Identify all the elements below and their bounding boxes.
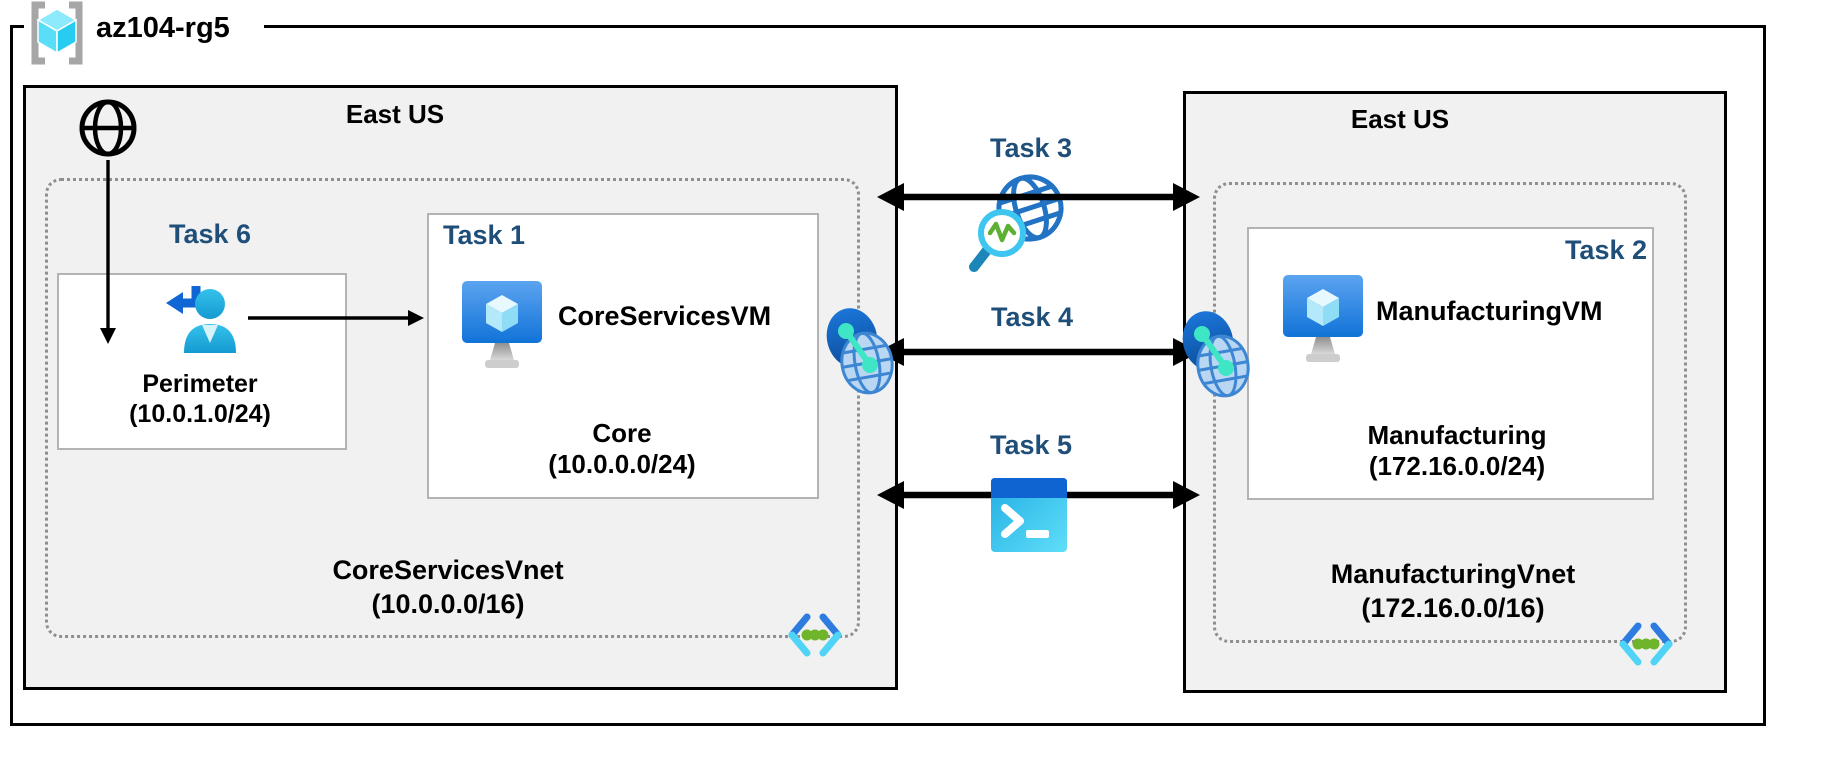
manufacturing-vm-name: ManufacturingVM <box>1376 296 1603 326</box>
manufacturing-vnet-name: ManufacturingVnet <box>1330 559 1576 589</box>
task6-label: Task 6 <box>168 219 252 249</box>
manufacturing-subnet-cidr: (172.16.0.0/24) <box>1368 451 1546 481</box>
resource-group-label-background <box>24 20 264 36</box>
perimeter-subnet-name: Perimeter <box>142 370 258 398</box>
task5-label: Task 5 <box>989 430 1073 460</box>
virtual-network-icon-left <box>786 611 844 663</box>
network-watcher-icon <box>962 168 1072 283</box>
manufacturing-subnet-name: Manufacturing <box>1367 420 1547 450</box>
coreservices-vnet-name: CoreServicesVnet <box>332 555 564 585</box>
core-subnet-cidr: (10.0.0.0/24) <box>548 449 696 479</box>
manufacturing-vnet-cidr: (172.16.0.0/16) <box>1361 593 1545 623</box>
vnet-peering-icon-right <box>1181 308 1251 405</box>
virtual-machine-icon-manufacturing <box>1281 273 1365 375</box>
perimeter-subnet-label: Perimeter (10.0.1.0/24) <box>60 369 340 429</box>
vnet-box-coreservices <box>45 178 860 638</box>
subnet-box-manufacturing <box>1247 227 1654 500</box>
task3-label: Task 3 <box>989 133 1073 163</box>
vnet-box-manufacturing <box>1213 182 1687 643</box>
coreservices-vnet-cidr: (10.0.0.0/16) <box>371 589 525 619</box>
task1-label: Task 1 <box>443 220 526 250</box>
virtual-network-icon-right <box>1617 620 1675 672</box>
perimeter-subnet-cidr: (10.0.1.0/24) <box>129 400 271 428</box>
core-subnet-name: Core <box>592 418 652 448</box>
resource-group-icon <box>28 1 86 70</box>
core-subnet-label: Core (10.0.0.0/24) <box>482 418 762 480</box>
region-label-left: East US <box>345 99 445 129</box>
guest-user-icon <box>157 276 241 365</box>
manufacturing-vnet-label: ManufacturingVnet (172.16.0.0/16) <box>1313 557 1593 625</box>
cloud-shell-icon <box>991 478 1067 557</box>
region-label-right: East US <box>1350 104 1450 134</box>
coreservices-vnet-label: CoreServicesVnet (10.0.0.0/16) <box>308 553 588 621</box>
task4-label: Task 4 <box>990 302 1074 332</box>
internet-globe-icon <box>77 97 139 164</box>
resource-group-title: az104-rg5 <box>96 12 230 44</box>
vnet-peering-icon-left <box>825 305 895 402</box>
manufacturing-subnet-label: Manufacturing (172.16.0.0/24) <box>1317 420 1597 482</box>
virtual-machine-icon-core <box>460 279 544 381</box>
core-vm-name: CoreServicesVM <box>558 301 772 331</box>
task2-label: Task 2 <box>1564 235 1647 265</box>
